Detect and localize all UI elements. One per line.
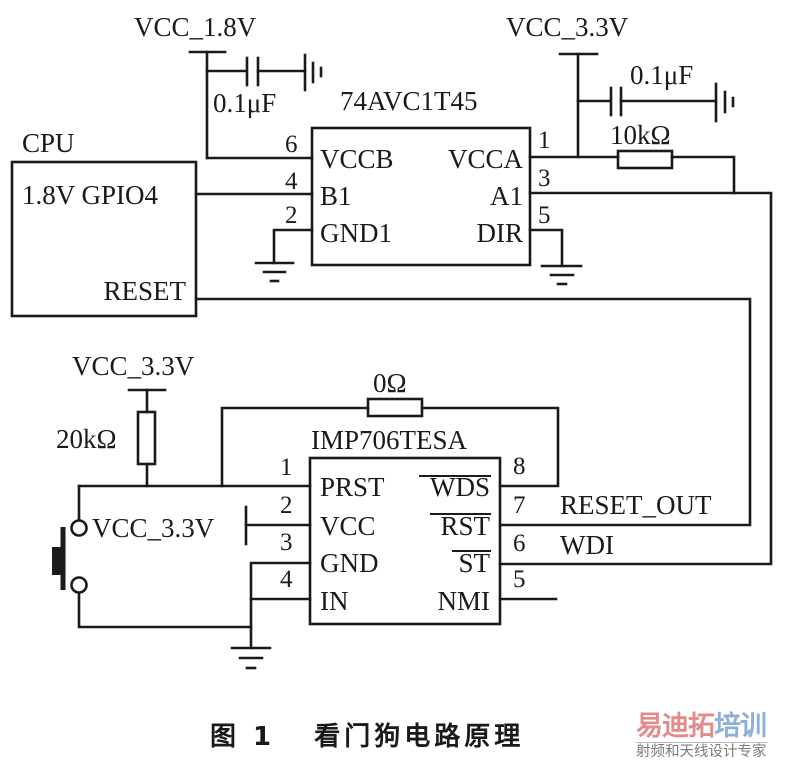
pin-number: 5 — [538, 202, 551, 229]
resistor-0ohm-value: 0Ω — [373, 368, 407, 398]
pin-number: 3 — [538, 165, 551, 192]
pin-number: 2 — [280, 492, 293, 519]
ground-icon — [303, 53, 323, 92]
level-shifter-body — [310, 126, 532, 267]
pin-name: B1 — [320, 181, 352, 211]
pin-name: A1 — [490, 181, 523, 211]
wire-reset — [194, 297, 752, 527]
net-label-reset-out: RESET_OUT — [560, 490, 712, 520]
figure-caption: 图 1 看门狗电路原理 — [210, 722, 525, 752]
watermark-tagline: 射频和天线设计专家 — [636, 742, 767, 760]
vcc-1v8-power-symbol — [188, 50, 227, 160]
pin-number: 3 — [280, 529, 293, 556]
vcc-3v3-chip-symbol — [244, 505, 312, 546]
level-shifter-name: 74AVC1T45 — [340, 86, 478, 116]
watchdog-name: IMP706TESA — [311, 425, 468, 455]
net-label-wdi: WDI — [560, 530, 614, 560]
watermark: 易迪拓培训 射频和天线设计专家 — [636, 712, 767, 761]
pin-name: VCCB — [320, 144, 394, 174]
capacitor-1v8 — [205, 56, 307, 87]
cpu-title: CPU — [22, 128, 75, 158]
net-label-vcc-3v3-top: VCC_3.3V — [506, 12, 629, 42]
ground-icon — [714, 82, 735, 123]
pin-number: 1 — [280, 454, 293, 481]
gnd1-ground — [254, 228, 314, 283]
net-label-vcc-3v3-chip: VCC_3.3V — [92, 513, 215, 543]
wire-10k-to-a1 — [670, 155, 736, 195]
pin-number: 4 — [280, 566, 293, 593]
wire-a1-to-wdi — [498, 191, 773, 566]
cpu-body — [10, 160, 198, 318]
pin-name: GND1 — [320, 218, 392, 248]
resistor-20k-value: 20kΩ — [56, 424, 117, 454]
net-label-vcc-1v8: VCC_1.8V — [134, 12, 257, 42]
dir-ground — [528, 228, 583, 286]
pin-name: VCCA — [448, 144, 524, 174]
watermark-brand-part2: 培训 — [714, 711, 767, 742]
wire-prst-to-0ohm — [220, 406, 370, 488]
pin-number: 1 — [538, 127, 551, 154]
pin-number: 2 — [285, 202, 298, 229]
pin-number: 7 — [513, 492, 526, 519]
resistor-10k — [616, 149, 674, 170]
pin-name: NMI — [438, 586, 491, 616]
pin-number: 4 — [285, 168, 298, 195]
vcc-3v3-pullup-symbol — [127, 388, 167, 414]
reset-push-button — [52, 484, 253, 629]
pin-number: 5 — [513, 566, 526, 593]
pin-name: IN — [320, 586, 349, 616]
pin-number: 6 — [285, 131, 298, 158]
vcc-3v3-power-symbol — [558, 52, 599, 159]
resistor-0ohm — [366, 397, 424, 418]
watermark-brand: 易迪拓培训 — [636, 712, 767, 742]
wire-0ohm-to-wds — [420, 406, 560, 488]
watchdog-body — [308, 456, 502, 626]
capacitor-3v3 — [576, 86, 718, 117]
pin-name: VCC — [320, 511, 376, 541]
resistor-10k-value: 10kΩ — [610, 120, 671, 150]
capacitor-3v3-value: 0.1μF — [630, 60, 693, 90]
watermark-brand-part1: 易迪拓 — [636, 711, 715, 742]
pin-name: PRST — [320, 472, 385, 502]
pin-name: DIR — [477, 218, 524, 248]
pin-name: RST — [440, 511, 490, 541]
pin-number: 8 — [513, 453, 526, 480]
pin-number: 6 — [513, 530, 526, 557]
cpu-pin-reset: RESET — [103, 276, 186, 306]
pin-name: ST — [458, 548, 490, 578]
watchdog-ground — [230, 561, 312, 670]
capacitor-1v8-value: 0.1μF — [213, 88, 276, 118]
net-label-vcc-3v3-pullup: VCC_3.3V — [72, 351, 195, 381]
pin-name: GND — [320, 548, 379, 578]
cpu-pin-gpio: 1.8V GPIO4 — [22, 180, 159, 210]
resistor-20k — [136, 410, 157, 466]
